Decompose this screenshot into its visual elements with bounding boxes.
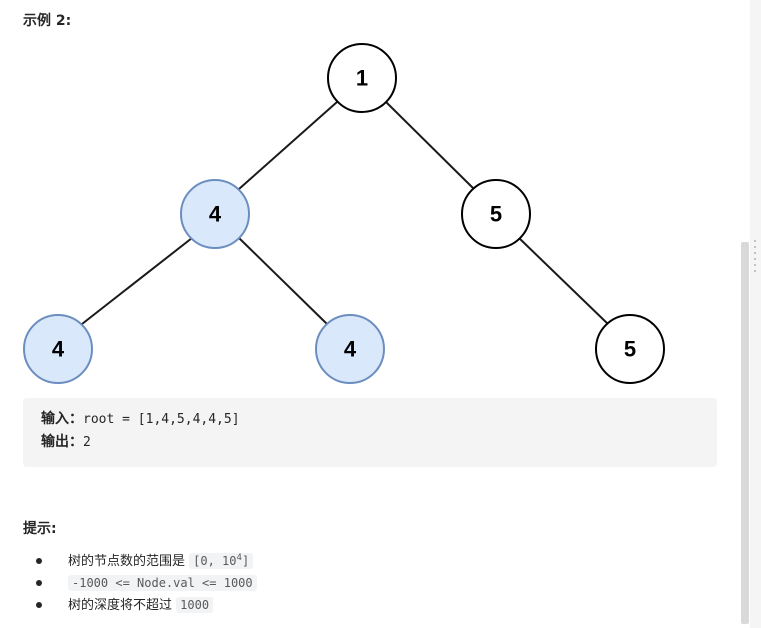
hints-list: 树的节点数的范围是 [0, 104] -1000 <= Node.val <= … xyxy=(23,550,257,616)
tree-node-left-left: 4 xyxy=(23,314,93,384)
tree-node-value: 4 xyxy=(52,337,65,362)
hint-text: 树的深度将不超过 xyxy=(68,598,173,613)
scrollbar-track[interactable] xyxy=(750,0,761,628)
tree-node-value: 4 xyxy=(344,337,357,362)
output-label: 输出： xyxy=(41,434,83,450)
inline-code: -1000 <= Node.val <= 1000 xyxy=(68,575,257,591)
bullet-icon xyxy=(36,580,42,586)
tree-edge xyxy=(81,237,193,325)
tree-node-root: 1 xyxy=(327,43,397,113)
example-input-line: 输入：root = [1,4,5,4,4,5] xyxy=(41,409,240,430)
tree-edge xyxy=(518,237,610,326)
list-item: 树的深度将不超过 1000 xyxy=(23,594,257,616)
tree-edge xyxy=(238,101,338,190)
input-label: 输入： xyxy=(41,411,83,427)
list-item: -1000 <= Node.val <= 1000 xyxy=(23,572,257,594)
tree-node-right-right: 5 xyxy=(595,314,665,384)
list-item: 树的节点数的范围是 [0, 104] xyxy=(23,550,257,572)
superscript-exponent: 4 xyxy=(236,553,242,563)
example-title: 示例 2: xyxy=(23,13,72,29)
tree-node-value: 5 xyxy=(624,337,636,362)
tree-node-value: 5 xyxy=(490,202,502,227)
tree-node-left: 4 xyxy=(180,179,250,249)
tree-node-right: 5 xyxy=(461,179,531,249)
bullet-icon xyxy=(36,602,42,608)
bullet-icon xyxy=(36,558,42,564)
output-value: 2 xyxy=(83,435,91,450)
tree-node-left-right: 4 xyxy=(315,314,385,384)
tree-edge xyxy=(238,237,328,325)
tree-edge xyxy=(385,101,475,190)
example-output-line: 输出：2 xyxy=(41,432,91,453)
input-value: root = [1,4,5,4,4,5] xyxy=(83,412,240,427)
tree-node-value: 4 xyxy=(209,202,222,227)
hints-title: 提示: xyxy=(23,521,57,537)
example-io-block: 输入：root = [1,4,5,4,4,5] 输出：2 xyxy=(23,398,717,467)
binary-tree-diagram: 1 4 5 4 4 5 xyxy=(23,43,665,384)
drag-handle-icon[interactable] xyxy=(752,238,758,272)
inline-code: [0, 104] xyxy=(189,553,254,569)
scrollbar-thumb[interactable] xyxy=(741,242,749,624)
hint-text: 树的节点数的范围是 xyxy=(68,554,186,569)
tree-node-value: 1 xyxy=(356,66,368,91)
inline-code: 1000 xyxy=(176,597,214,613)
